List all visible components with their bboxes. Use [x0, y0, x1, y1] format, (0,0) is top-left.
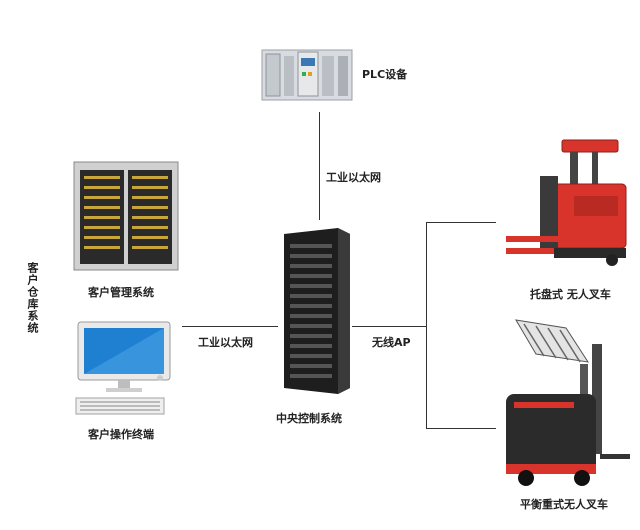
central-server-image	[284, 228, 350, 394]
line-plc-to-central	[319, 112, 320, 220]
counterbalance-agv-label: 平衡重式无人叉车	[520, 498, 608, 511]
line-central-to-ap	[352, 326, 426, 327]
line-ap-to-pallet	[426, 222, 496, 223]
server-rack-image	[73, 161, 179, 271]
industrial-ethernet-left-label: 工业以太网	[198, 336, 253, 349]
pallet-agv-label: 托盘式 无人叉车	[530, 288, 611, 301]
line-ap-vertical	[426, 222, 427, 428]
computer-terminal-image	[75, 321, 171, 415]
warehouse-system-label: 客户仓库系统	[26, 262, 39, 334]
line-ap-to-balance	[426, 428, 496, 429]
counterbalance-agv-image	[506, 319, 630, 486]
central-control-label: 中央控制系统	[276, 412, 342, 425]
management-system-label: 客户管理系统	[88, 286, 154, 299]
wireless-ap-label: 无线AP	[372, 336, 411, 349]
plc-device-image	[261, 49, 353, 101]
line-left-to-central	[182, 326, 278, 327]
industrial-ethernet-top-label: 工业以太网	[326, 171, 381, 184]
pallet-agv-image	[506, 139, 627, 266]
terminal-label: 客户操作终端	[88, 428, 154, 441]
plc-label: PLC设备	[362, 68, 408, 81]
